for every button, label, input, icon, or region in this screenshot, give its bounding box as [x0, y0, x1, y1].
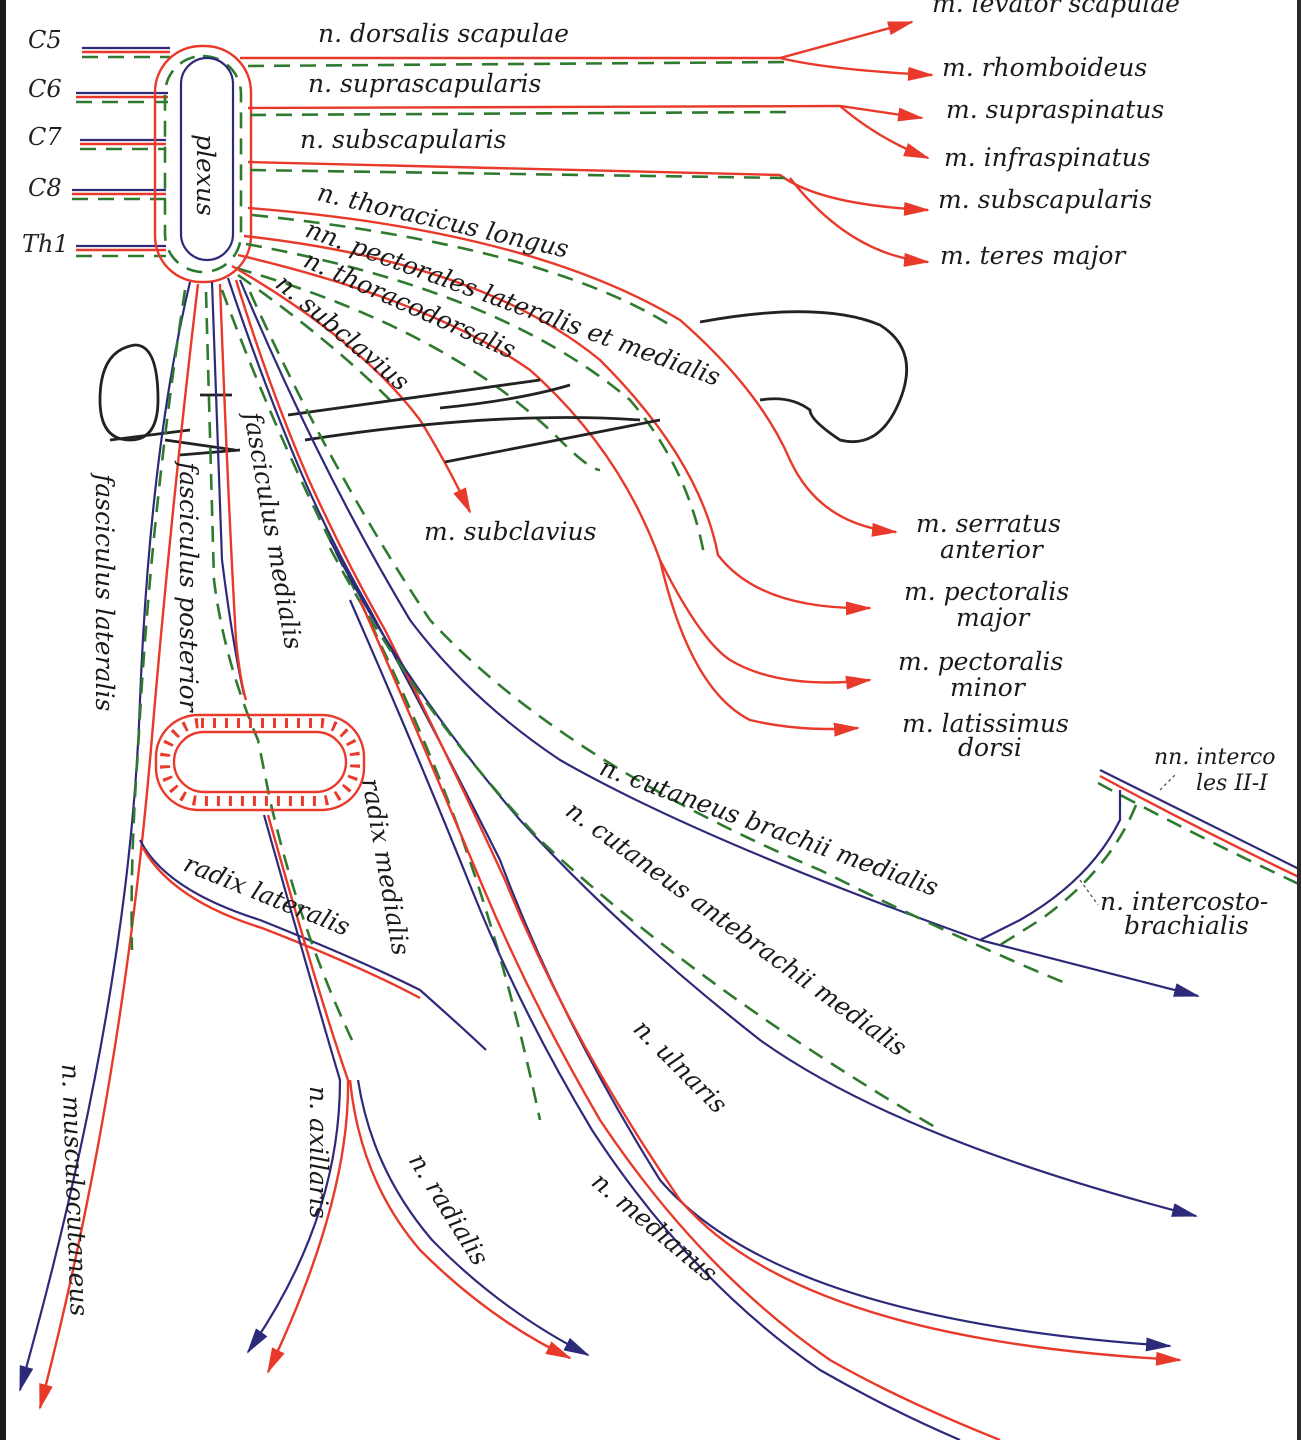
label-fasciculus-lateralis: fasciculus lateralis — [90, 472, 119, 711]
label-fasciculus-posterior: fasciculus posterior — [174, 460, 203, 714]
intercostal-branch — [979, 769, 1301, 947]
label-m-serratus: m. serratus — [916, 509, 1061, 538]
label-m-levator-scapulae: m. levator scapulae — [932, 0, 1180, 18]
label-n-axillaris: n. axillaris — [304, 1086, 333, 1219]
upper-nerve-lines — [231, 20, 934, 737]
label-m-rhomboideus: m. rhomboideus — [942, 53, 1147, 82]
label-n-ulnaris: n. ulnaris — [628, 1014, 733, 1119]
label-les-ii: les II-I — [1196, 771, 1269, 796]
label-radix-lateralis: radix lateralis — [180, 849, 354, 942]
label-m-infraspinatus: m. infraspinatus — [944, 143, 1151, 172]
plexus-label: plexus — [191, 134, 220, 216]
label-n-dorsalis-scapulae: n. dorsalis scapulae — [318, 19, 569, 48]
label-nn-intercostales: nn. interco — [1154, 745, 1275, 770]
root-c7: C7 — [28, 123, 62, 151]
label-n-suprascapularis: n. suprascapularis — [308, 69, 541, 98]
label-dorsi: dorsi — [958, 733, 1022, 762]
label-n-radialis: n. radialis — [403, 1148, 495, 1271]
label-fasciculus-medialis: fasciculus medialis — [238, 408, 309, 652]
root-c6: C6 — [28, 75, 62, 103]
label-n-intercosto: n. intercosto- — [1100, 887, 1268, 916]
label-n-medianus: n. medianus — [586, 1166, 723, 1287]
fasciculus-lines — [18, 277, 1200, 1440]
label-m-subclavius: m. subclavius — [424, 517, 597, 546]
right-frame-edge — [1297, 0, 1301, 1440]
spinal-roots — [72, 46, 170, 258]
label-n-musculocutaneus: n. musculocutaneus — [56, 1063, 94, 1317]
label-m-latissimus: m. latissimus — [902, 709, 1069, 738]
left-frame-edge — [0, 0, 6, 1440]
label-m-subscapularis: m. subscapularis — [938, 185, 1152, 214]
hand-drawn-marks — [98, 310, 908, 464]
root-th1: Th1 — [22, 230, 69, 258]
root-c5: C5 — [28, 26, 62, 54]
label-radix-medialis: radix medialis — [356, 776, 416, 957]
label-brachialis: brachialis — [1124, 911, 1249, 940]
label-minor: minor — [950, 673, 1027, 702]
label-m-pectoralis-minor: m. pectoralis — [898, 647, 1063, 676]
label-m-supraspinatus: m. supraspinatus — [946, 95, 1164, 124]
artery-ring — [154, 713, 366, 812]
plexus-capsule — [153, 44, 253, 284]
label-anterior: anterior — [940, 535, 1045, 564]
label-m-pectoralis-major: m. pectoralis — [904, 577, 1069, 606]
label-major: major — [956, 603, 1031, 632]
label-n-subscapularis: n. subscapularis — [300, 125, 506, 154]
label-m-teres-major: m. teres major — [940, 241, 1127, 270]
root-c8: C8 — [28, 174, 62, 202]
